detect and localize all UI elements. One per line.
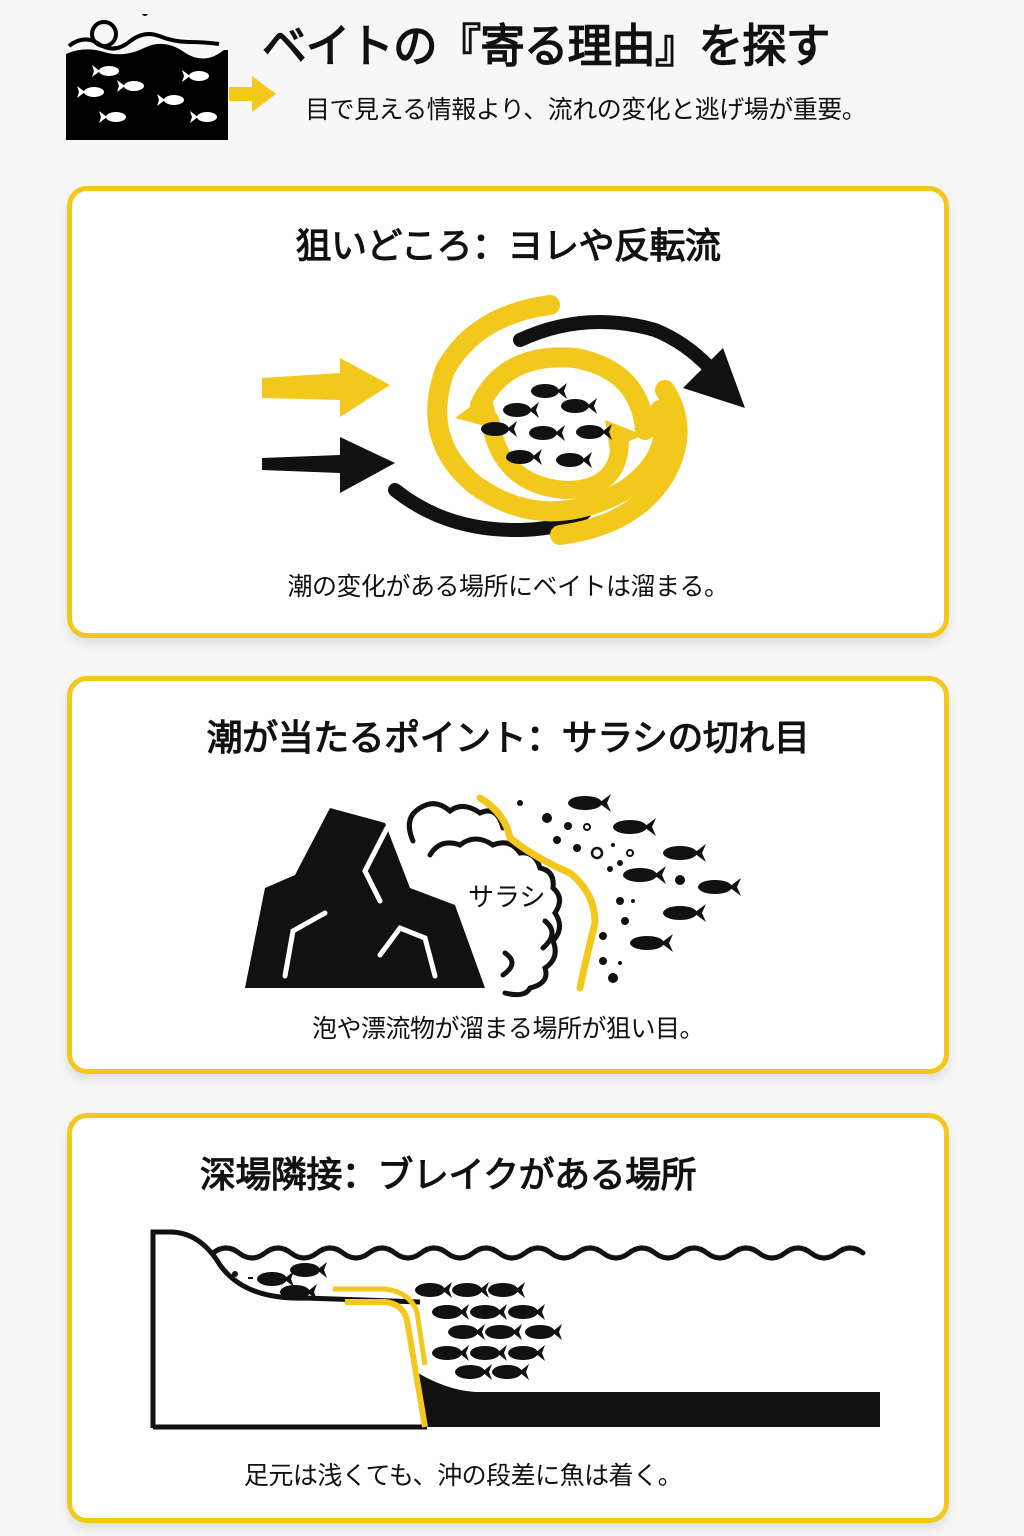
card-title: 深場隣接：ブレイクがある場所: [199, 1155, 697, 1196]
water-with-fish-icon: [66, 14, 276, 140]
sarashi-illustration: [245, 794, 741, 998]
card-title: 狙いどころ：ヨレや反転流: [295, 226, 721, 267]
page-title: ベイトの『寄る理由』を探す: [262, 19, 830, 73]
arrow-right-icon: [229, 76, 276, 112]
card-eddy-current: 狙いどころ：ヨレや反転流 潮の変化がある: [67, 186, 949, 638]
sarashi-label: サラシ: [468, 883, 546, 913]
card-title: 潮が当たるポイント：サラシの切れ目: [206, 718, 810, 759]
drop-off-illustration: [150, 1229, 880, 1430]
eddy-current-illustration: [262, 295, 745, 545]
card-sarashi: 潮が当たるポイント：サラシの切れ目: [67, 676, 949, 1074]
card-break-line: 深場隣接：ブレイクがある場所 足元は浅くても、沖の段差に魚は着く。: [67, 1113, 949, 1523]
page-subtitle: 目で見える情報より、流れの変化と逃げ場が重要。: [305, 95, 867, 124]
card-caption: 泡や漂流物が溜まる場所が狙い目。: [311, 1014, 705, 1043]
card-caption: 潮の変化がある場所にベイトは溜まる。: [287, 572, 729, 601]
card-caption: 足元は浅くても、沖の段差に魚は着く。: [243, 1461, 683, 1490]
